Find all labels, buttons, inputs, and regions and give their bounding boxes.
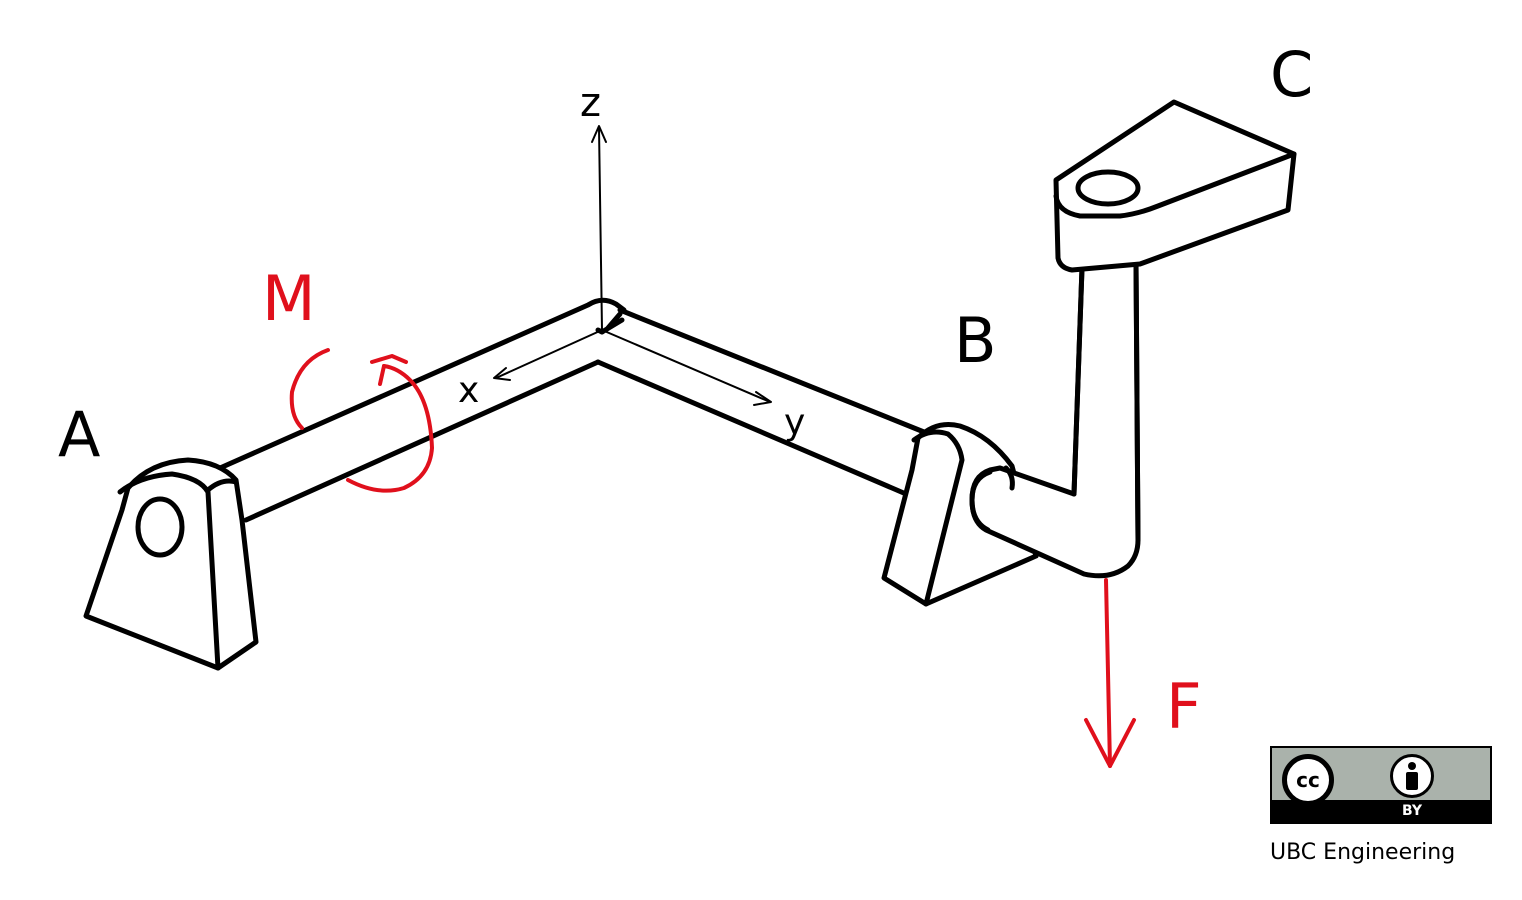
label-axis-x: x xyxy=(458,370,479,411)
crank-arm xyxy=(969,259,1141,579)
y-axis-line xyxy=(601,329,771,403)
shaft-segment-yb xyxy=(595,307,927,497)
crank-vertical-right xyxy=(1133,259,1141,543)
applied-moment xyxy=(289,348,434,493)
credit-text: UBC Engineering xyxy=(1270,840,1456,865)
crank-vertical-left xyxy=(1071,265,1085,497)
by-label: BY xyxy=(1401,803,1423,819)
badge-bottom-band xyxy=(1272,800,1490,822)
coordinate-axes xyxy=(493,125,772,406)
pin-hole-a xyxy=(135,496,185,558)
label-moment: M xyxy=(262,262,316,335)
z-axis-arrowhead xyxy=(591,125,607,143)
y-axis-arrowhead xyxy=(753,391,772,406)
label-point-b: B xyxy=(954,304,997,377)
z-axis-line xyxy=(598,127,603,331)
label-axis-z: z xyxy=(580,80,601,126)
label-point-a: A xyxy=(58,398,100,471)
person-head-icon xyxy=(1408,762,1416,770)
x-axis-line xyxy=(495,329,603,379)
support-bracket-a xyxy=(83,457,259,671)
force-arrow-shaft xyxy=(1104,578,1112,768)
person-body-icon xyxy=(1406,772,1418,790)
crank-head-c xyxy=(1053,99,1297,273)
label-point-c: C xyxy=(1270,38,1313,111)
label-axis-y: y xyxy=(784,402,805,443)
x-axis-arrowhead xyxy=(493,367,511,381)
applied-force xyxy=(1084,578,1136,768)
creative-commons-icon: cc xyxy=(1282,754,1334,806)
force-arrowhead xyxy=(1084,718,1136,768)
attribution-person-icon xyxy=(1390,754,1434,798)
pin-hole-c xyxy=(1075,169,1141,207)
label-force: F xyxy=(1166,670,1202,743)
license-badge: cc BY xyxy=(1270,746,1492,824)
